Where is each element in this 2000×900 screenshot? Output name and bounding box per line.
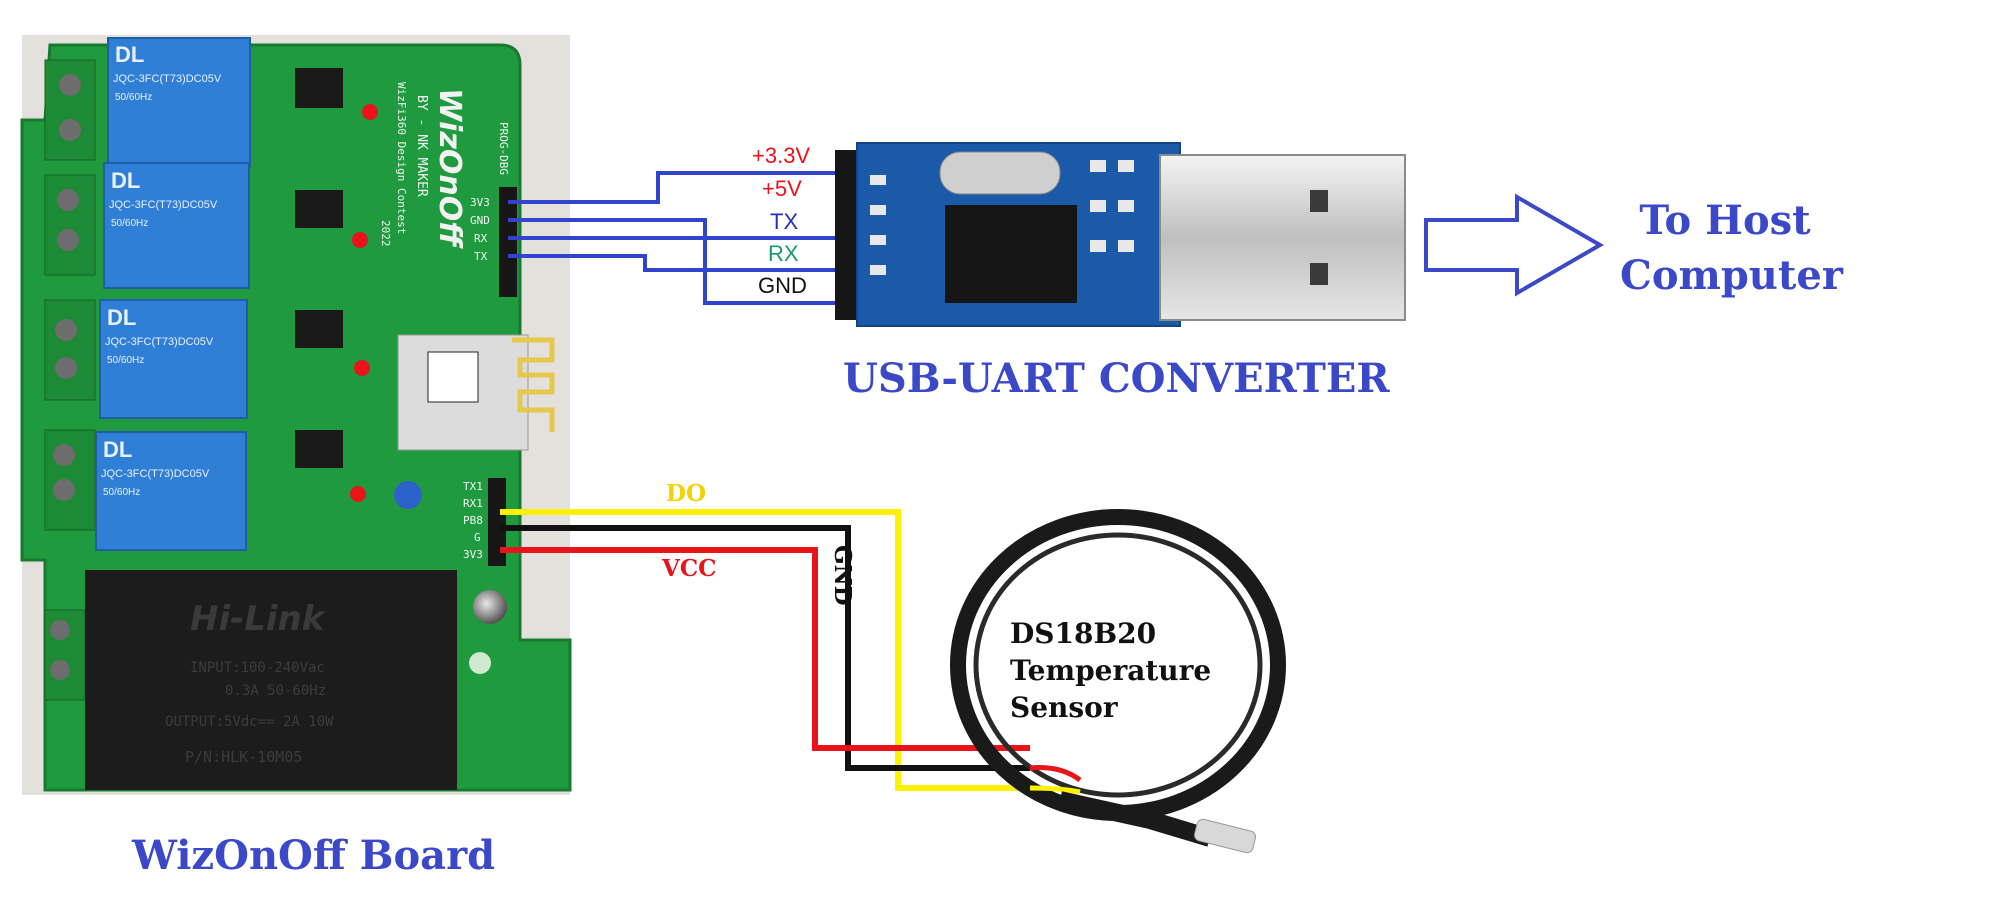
relay-4: DL JQC-3FC(T73)DC05V 50/60Hz bbox=[95, 431, 247, 551]
wire-label-gnd: GND bbox=[829, 545, 856, 606]
relay-frequency: 50/60Hz bbox=[115, 92, 152, 103]
ds18b20-sensor bbox=[950, 509, 1286, 854]
prog-header: 3V3 GND RX TX bbox=[470, 187, 517, 297]
usb-plug-hole-top bbox=[1310, 190, 1328, 212]
io-pin-3v3: 3V3 bbox=[463, 548, 483, 561]
relay-frequency: 50/60Hz bbox=[111, 218, 148, 229]
usb-plug-hole-bottom bbox=[1310, 263, 1328, 285]
crystal bbox=[939, 151, 1061, 195]
header-pin-rx: RX bbox=[474, 232, 488, 245]
converter-pin-header bbox=[835, 150, 857, 320]
uart-pin-label-tx: TX bbox=[770, 209, 799, 234]
relay-model: JQC-3FC(T73)DC05V bbox=[109, 199, 218, 211]
power-module-output: OUTPUT:5Vdc== 2A 10W bbox=[165, 714, 334, 730]
prog-header-label: PROG-DBG bbox=[497, 122, 510, 175]
power-module-part: P/N:HLK-10M05 bbox=[185, 748, 302, 766]
uart-pin-label-gnd: GND bbox=[758, 273, 807, 298]
io-pin-tx1: TX1 bbox=[463, 480, 483, 493]
wire-3v3 bbox=[508, 171, 840, 204]
wire-label-vcc: VCC bbox=[662, 555, 717, 582]
sensor-label-line1: DS18B20 bbox=[1010, 617, 1157, 650]
header-pin-gnd: GND bbox=[470, 214, 490, 227]
header-pin-3v3: 3V3 bbox=[470, 196, 490, 209]
uart-wires bbox=[508, 171, 840, 305]
usb-plug bbox=[1159, 154, 1406, 321]
io-pin-pb8: PB8 bbox=[463, 514, 483, 527]
power-module: Hi-Link INPUT:100-240Vac 0.3A 50-60Hz OU… bbox=[85, 570, 457, 790]
relay-model: JQC-3FC(T73)DC05V bbox=[101, 468, 210, 480]
host-title-line1: To Host bbox=[1639, 197, 1811, 244]
qr-code bbox=[427, 351, 479, 403]
sensor-label-line2: Temperature bbox=[1010, 654, 1212, 687]
sensor-probe bbox=[1194, 818, 1256, 854]
wifi-module bbox=[397, 334, 555, 451]
uart-pin-label-3v3: +3.3V bbox=[752, 143, 811, 168]
board-title: WizOnOff Board bbox=[132, 832, 496, 879]
wire-label-do: DO bbox=[666, 480, 706, 507]
wire-do bbox=[500, 509, 1030, 791]
io-pin-rx1: RX1 bbox=[463, 497, 483, 510]
host-title-line2: Computer bbox=[1620, 252, 1843, 299]
relay-model: JQC-3FC(T73)DC05V bbox=[105, 336, 214, 348]
relay-3: DL JQC-3FC(T73)DC05V 50/60Hz bbox=[99, 299, 248, 419]
to-host-arrow-icon bbox=[1424, 193, 1604, 297]
board-brand: WizOnOff bbox=[432, 88, 467, 249]
power-module-body bbox=[85, 570, 457, 790]
optocouplers bbox=[295, 68, 343, 468]
relay-body bbox=[95, 431, 247, 551]
blue-button bbox=[394, 481, 422, 509]
wire-tx-to-rx bbox=[508, 254, 840, 272]
relay-body bbox=[103, 162, 250, 289]
relay-brand: DL bbox=[111, 168, 140, 193]
wire-gnd-sensor bbox=[500, 525, 1030, 771]
converter-title: USB-UART CONVERTER bbox=[843, 355, 1390, 402]
power-led bbox=[469, 652, 491, 674]
sensor-cable-tail bbox=[1058, 791, 1213, 847]
terminal-blocks bbox=[44, 59, 96, 701]
board-silkscreen: WizOnOff BY - NK MAKER WizFi360 Design C… bbox=[379, 82, 510, 249]
capacitor bbox=[473, 590, 507, 624]
relay-brand: DL bbox=[103, 437, 132, 462]
wire-gnd bbox=[508, 218, 840, 305]
board-contest: WizFi360 Design Contest bbox=[395, 82, 408, 234]
sensor-cable-loop-inner bbox=[973, 532, 1263, 798]
uart-pin-label-rx: RX bbox=[768, 241, 799, 266]
relay-body bbox=[107, 37, 251, 167]
board-year: 2022 bbox=[379, 220, 392, 247]
relay-model: JQC-3FC(T73)DC05V bbox=[113, 73, 222, 85]
relay-brand: DL bbox=[115, 42, 144, 67]
converter-leds bbox=[870, 160, 1134, 275]
power-module-input: INPUT:100-240Vac bbox=[190, 660, 325, 676]
io-header: TX1 RX1 PB8 G 3V3 bbox=[463, 478, 506, 566]
relay-2: DL JQC-3FC(T73)DC05V 50/60Hz bbox=[103, 162, 250, 289]
power-module-brand: Hi-Link bbox=[190, 599, 327, 639]
power-module-current: 0.3A 50-60Hz bbox=[225, 683, 326, 699]
uart-pin-label-5v: +5V bbox=[762, 176, 802, 201]
sensor-label-line3: Sensor bbox=[1010, 691, 1118, 724]
relay-frequency: 50/60Hz bbox=[107, 355, 144, 366]
wizonoff-board: DL JQC-3FC(T73)DC05V 50/60Hz DL JQC-3FC(… bbox=[20, 35, 572, 795]
usb-uart-converter bbox=[835, 142, 1406, 327]
board-maker: BY - NK MAKER bbox=[414, 95, 429, 197]
converter-chip bbox=[945, 205, 1077, 303]
sensor-wires bbox=[500, 509, 1030, 791]
header-pin-tx: TX bbox=[474, 250, 488, 263]
relay-brand: DL bbox=[107, 305, 136, 330]
wire-vcc bbox=[500, 547, 1030, 751]
red-leds bbox=[350, 104, 378, 502]
relay-frequency: 50/60Hz bbox=[103, 487, 140, 498]
antenna-trace bbox=[512, 337, 555, 432]
relay-1: DL JQC-3FC(T73)DC05V 50/60Hz bbox=[107, 37, 251, 167]
io-pin-g: G bbox=[474, 531, 481, 544]
relay-body bbox=[99, 299, 248, 419]
